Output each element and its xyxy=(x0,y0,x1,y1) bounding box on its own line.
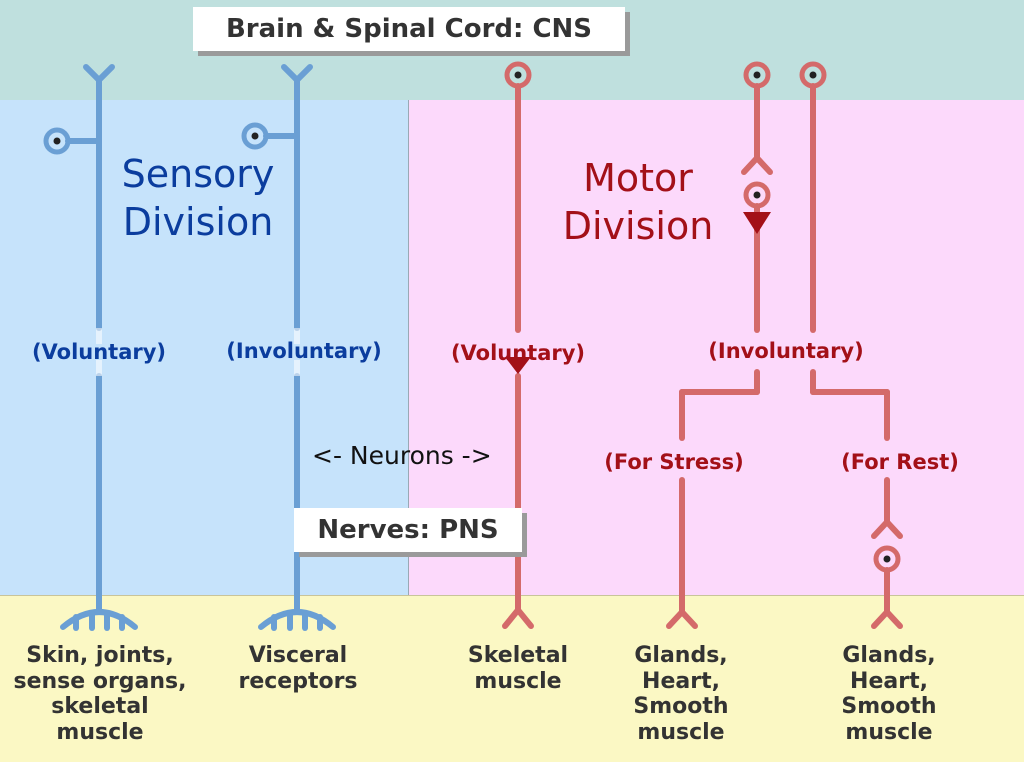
motor-stress-arrow xyxy=(743,212,771,234)
target-skeletal-muscle: Skeletal muscle xyxy=(467,643,569,694)
sensory-voluntary-label: (Voluntary) xyxy=(31,340,167,364)
cns-label: Brain & Spinal Cord: CNS xyxy=(193,7,625,51)
sensory-voluntary-nucleus xyxy=(53,137,61,145)
motor-voluntary-nucleus xyxy=(514,71,522,79)
for-rest-label: (For Rest) xyxy=(841,450,959,474)
target-organs-region xyxy=(0,595,1024,762)
motor-division-title: Motor Division xyxy=(562,156,714,248)
sensory-voluntary-neuron xyxy=(43,64,138,631)
neurons-label: <- Neurons -> xyxy=(312,441,492,470)
motor-stress-nucleus-1 xyxy=(753,71,761,79)
for-stress-label: (For Stress) xyxy=(604,450,744,474)
motor-rest-nucleus-1 xyxy=(809,71,817,79)
motor-rest-neuron xyxy=(799,61,903,629)
target-visceral-receptors: Visceral receptors xyxy=(238,643,358,694)
motor-rest-nucleus-2 xyxy=(883,555,891,563)
motor-involuntary-label: (Involuntary) xyxy=(708,339,864,363)
sensory-division-title: Sensory Division xyxy=(121,152,275,244)
target-skin-joints: Skin, joints, sense organs, skeletal mus… xyxy=(13,643,187,745)
target-glands-rest: Glands, Heart, Smooth muscle xyxy=(841,643,937,745)
sensory-involuntary-nucleus xyxy=(251,132,259,140)
sensory-involuntary-neuron xyxy=(241,64,336,631)
motor-voluntary-neuron xyxy=(502,61,534,629)
motor-voluntary-arrow xyxy=(505,357,531,374)
pns-label: Nerves: PNS xyxy=(294,508,522,552)
target-glands-stress: Glands, Heart, Smooth muscle xyxy=(633,643,729,745)
motor-stress-nucleus-2 xyxy=(753,191,761,199)
motor-voluntary-label: (Voluntary) xyxy=(450,341,586,365)
sensory-involuntary-label: (Involuntary) xyxy=(226,339,382,363)
